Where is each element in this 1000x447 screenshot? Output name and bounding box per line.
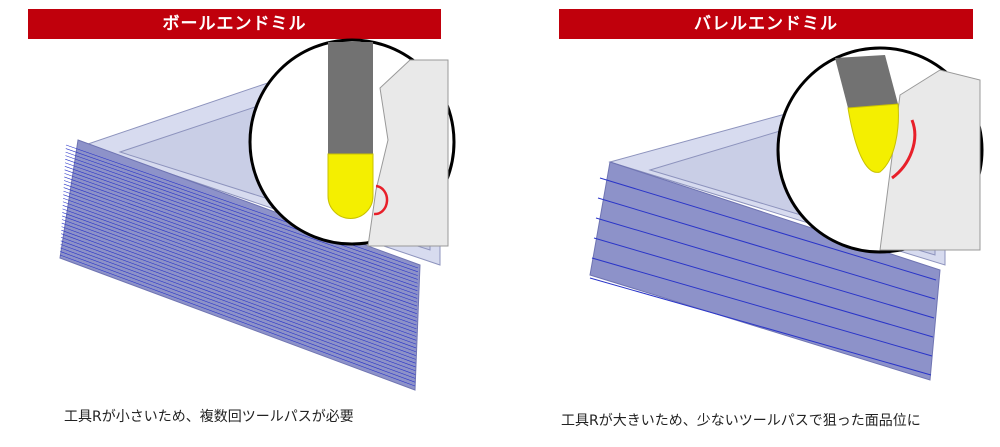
toolpath-line	[65, 148, 419, 273]
toolpath-line	[589, 277, 932, 376]
toolpath-line	[65, 151, 418, 276]
toolpath-line	[62, 208, 417, 337]
barrel-end-mill-illustration	[589, 46, 984, 381]
magnifier-content	[835, 55, 981, 251]
toolpath-line	[65, 158, 418, 284]
panel-title-ball: ボールエンドミル	[28, 9, 441, 39]
toolpath-line	[599, 177, 937, 281]
toolpath-line	[61, 222, 416, 353]
magnifier-content	[327, 42, 449, 247]
panel-caption-barrel: 工具Rが大きいため、少ないツールパスで狙った面品位に	[561, 413, 921, 429]
toolpath-line	[63, 194, 417, 322]
tool-shank	[328, 42, 373, 154]
toolpath-line	[60, 247, 416, 379]
panel-caption-ball: 工具Rが小さいため、複数回ツールパスが必要	[64, 409, 354, 425]
toolpath-line	[591, 257, 933, 357]
panel-title-barrel: バレルエンドミル	[559, 9, 973, 39]
toolpath-line	[65, 155, 418, 280]
toolpath-line	[63, 187, 417, 314]
toolpath-line	[62, 205, 417, 333]
toolpath-line	[64, 169, 418, 295]
barrel-tool-tip	[847, 103, 899, 173]
toolpath-line	[60, 251, 416, 383]
toolpath-line	[62, 201, 417, 330]
toolpath-line	[61, 229, 416, 360]
toolpath-line	[60, 244, 416, 375]
tool-shank	[835, 55, 898, 108]
toolpath-line	[597, 197, 936, 300]
toolpath-line	[60, 240, 416, 372]
toolpath-lines-sparse	[589, 177, 937, 376]
toolpath-line	[61, 233, 416, 364]
toolpath-line	[64, 176, 418, 303]
toolpath-line	[59, 254, 416, 387]
toolpath-line	[63, 180, 418, 307]
toolpath-line	[62, 215, 417, 345]
toolpath-line	[61, 226, 416, 356]
panel-ball-end-mill: ボールエンドミル 工具Rが小さいため、複数回ツールパスが必要	[28, 9, 456, 425]
toolpath-line	[593, 237, 934, 338]
magnified-wall	[879, 69, 981, 251]
ball-end-mill-illustration	[59, 38, 456, 391]
toolpath-line	[64, 166, 418, 292]
toolpath-line	[64, 162, 418, 288]
toolpath-lines	[59, 144, 419, 387]
toolpath-line	[63, 183, 418, 311]
toolpath-line	[62, 212, 417, 341]
toolpath-line	[64, 173, 418, 299]
toolpath-line	[60, 236, 416, 368]
panel-barrel-end-mill: バレルエンドミル 工具Rが大きいため、少ないツールパスで狙った面品位に	[500, 0, 1000, 447]
toolpath-line	[63, 190, 417, 318]
toolpath-line	[595, 217, 935, 319]
ball-tool-tip	[327, 153, 374, 219]
radius-arc	[373, 184, 389, 216]
toolpath-line	[61, 219, 417, 349]
radius-arc	[891, 119, 917, 180]
toolpath-line	[62, 197, 417, 326]
toolpath-line	[65, 144, 419, 269]
